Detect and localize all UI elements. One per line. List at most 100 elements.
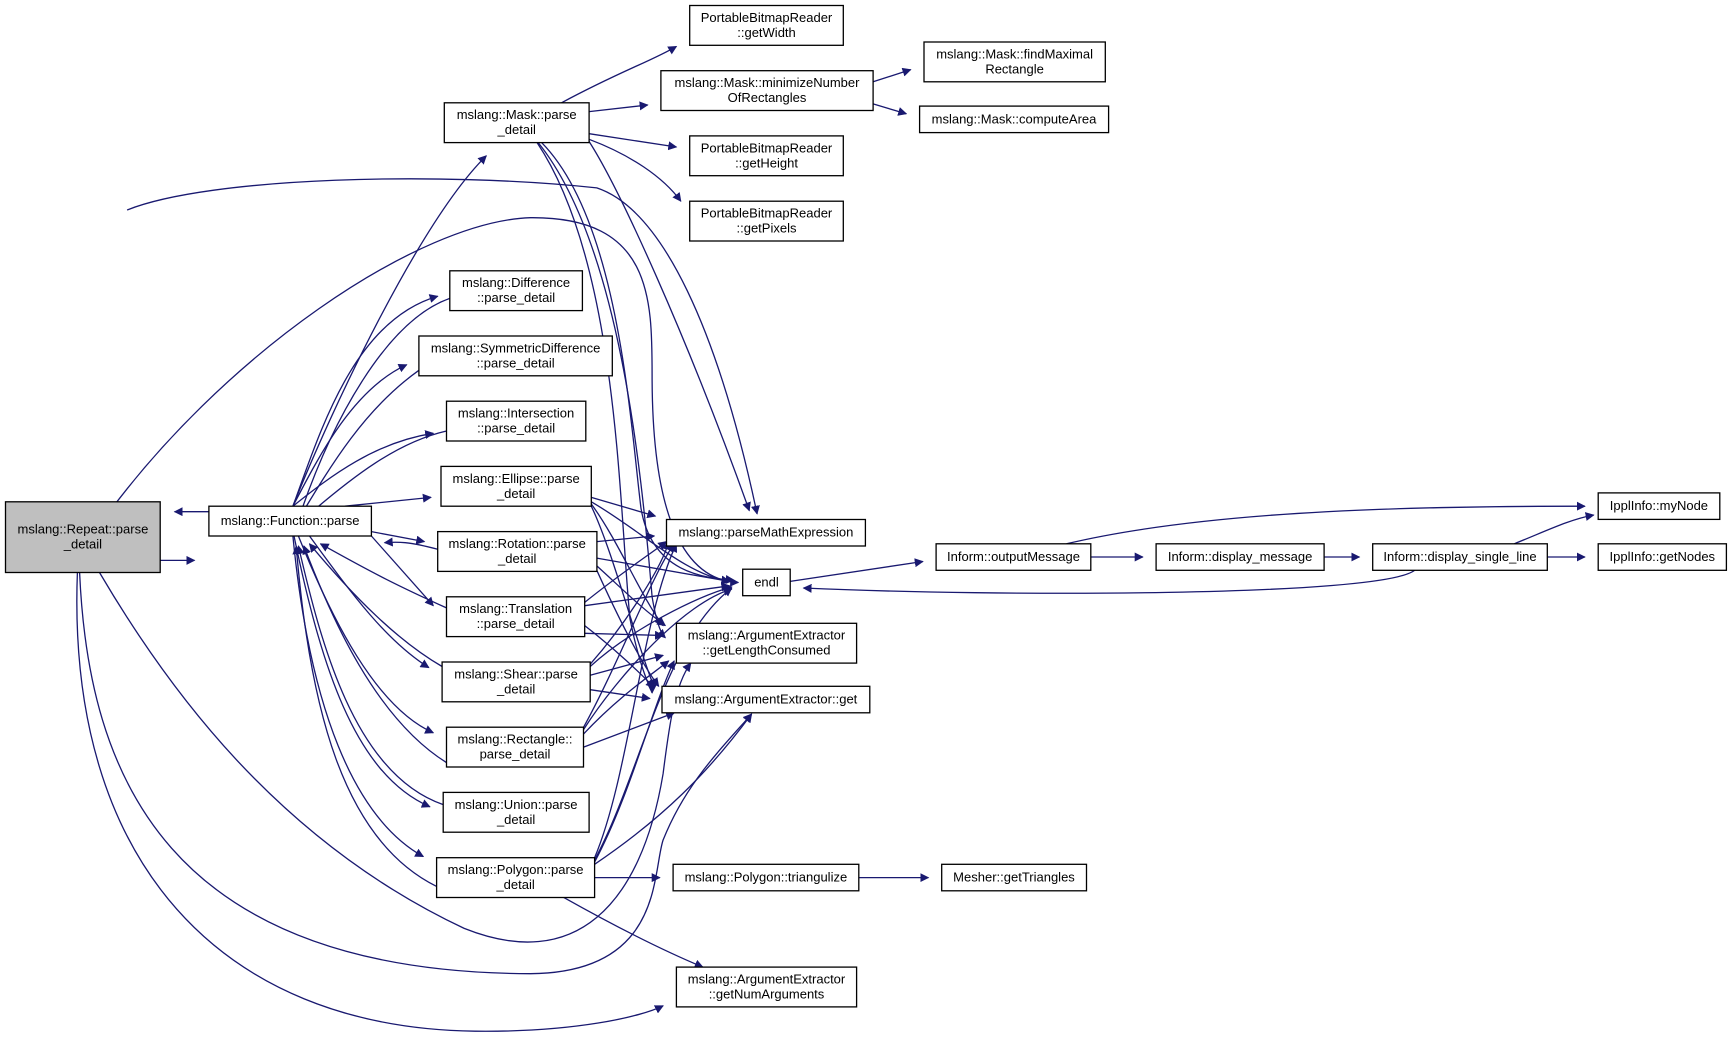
call-edge-translation-to-get <box>584 625 655 689</box>
call-edge-function-to-rotation <box>371 530 426 545</box>
node-getlength[interactable]: mslang::ArgumentExtractor::getLengthCons… <box>675 622 858 664</box>
call-edge-function-to-mask <box>292 155 487 507</box>
node-difference[interactable]: mslang::Difference::parse_detail <box>449 270 584 312</box>
node-outputmessage[interactable]: Inform::outputMessage <box>935 543 1092 571</box>
node-box <box>437 530 598 573</box>
node-box <box>675 622 858 664</box>
node-box <box>208 505 373 537</box>
call-edge-function-to-symdiff <box>292 363 408 507</box>
node-box <box>661 685 871 714</box>
node-box <box>449 270 584 312</box>
call-edge-translation-to-function <box>319 543 447 609</box>
node-getheight[interactable]: PortableBitmapReader::getHeight <box>689 135 844 177</box>
node-get[interactable]: mslang::ArgumentExtractor::get <box>661 685 871 714</box>
node-getpixels[interactable]: PortableBitmapReader::getPixels <box>689 200 844 242</box>
call-edge-mask-to-getpixels <box>588 138 682 202</box>
call-edge-shear-to-function <box>308 543 443 668</box>
call-edge-rotation-to-parsemath <box>596 532 656 543</box>
node-label-line: mslang::ArgumentExtractor <box>688 972 846 987</box>
call-edge-repeat-to-endl <box>96 217 740 587</box>
node-label-line: _detail <box>496 486 535 501</box>
call-edge-rotation-to-function <box>383 537 438 550</box>
node-box <box>918 105 1110 134</box>
node-label-line: mslang::Function::parse <box>221 513 360 528</box>
call-edge-minimize-to-findmaximal <box>872 67 912 83</box>
call-edge-shear-to-endl <box>589 584 733 667</box>
call-edge-displaysingle-to-endl <box>802 569 1416 594</box>
node-box <box>435 857 596 899</box>
call-edge-shear-to-get <box>590 689 651 702</box>
node-label-line: ::parse_detail <box>477 421 555 436</box>
node-box <box>418 335 613 377</box>
node-triangulize[interactable]: mslang::Polygon::triangulize <box>672 863 860 892</box>
node-box <box>443 102 590 144</box>
call-edge-mask-to-getheight <box>589 133 678 151</box>
node-repeat[interactable]: mslang::Repeat::parse_detail <box>4 501 161 574</box>
node-displaysingle[interactable]: Inform::display_single_line <box>1372 543 1548 571</box>
node-box <box>4 501 161 574</box>
node-endl[interactable]: endl <box>742 568 791 597</box>
node-label-line: PortableBitmapReader <box>701 206 833 221</box>
call-edge-translation-to-parsemath <box>584 541 668 603</box>
node-mask[interactable]: mslang::Mask::parse_detail <box>443 102 590 144</box>
node-label-line: mslang::Mask::computeArea <box>932 111 1098 126</box>
call-edge-rectangle-to-endl <box>583 587 733 730</box>
node-displaymessage[interactable]: Inform::display_message <box>1155 543 1325 571</box>
node-label-line: mslang::Intersection <box>458 406 574 421</box>
node-label-line: mslang::Rotation::parse <box>449 536 586 551</box>
call-edge-union-to-function <box>295 545 444 806</box>
node-getnumargs[interactable]: mslang::ArgumentExtractor::getNumArgumen… <box>675 966 858 1008</box>
node-computearea[interactable]: mslang::Mask::computeArea <box>918 105 1110 134</box>
node-label-line: mslang::Polygon::parse <box>448 862 584 877</box>
call-edge-difference-to-function <box>296 297 451 521</box>
node-getnodes[interactable]: IpplInfo::getNodes <box>1597 543 1728 571</box>
node-gettriangles[interactable]: Mesher::getTriangles <box>941 863 1088 892</box>
node-label-line: mslang::Difference <box>462 275 570 290</box>
node-rotation[interactable]: mslang::Rotation::parse_detail <box>437 530 598 573</box>
node-symdiff[interactable]: mslang::SymmetricDifference::parse_detai… <box>418 335 613 377</box>
node-label-line: _detail <box>63 537 102 552</box>
call-edge-function-to-polygon <box>292 535 425 858</box>
node-label-line: ::getLengthConsumed <box>703 643 831 658</box>
call-edge-polygon-to-get <box>594 713 753 865</box>
node-box <box>689 200 844 242</box>
node-label-line: mslang::Mask::minimizeNumber <box>675 75 861 90</box>
node-parsemath[interactable]: mslang::parseMathExpression <box>665 518 867 547</box>
call-edge-displaysingle-to-mynode <box>1513 512 1595 545</box>
call-edge-symdiff-to-function <box>297 369 420 521</box>
node-label-line: Mesher::getTriangles <box>953 870 1075 885</box>
node-box <box>742 568 791 597</box>
node-polygon[interactable]: mslang::Polygon::parse_detail <box>435 857 596 899</box>
node-label-line: ::parse_detail <box>477 290 555 305</box>
node-getwidth[interactable]: PortableBitmapReader::getWidth <box>689 4 844 46</box>
node-label-line: IpplInfo::getNodes <box>1610 549 1716 564</box>
node-intersection[interactable]: mslang::Intersection::parse_detail <box>445 400 587 442</box>
node-label-line: PortableBitmapReader <box>701 10 833 25</box>
node-box <box>665 518 867 547</box>
node-function[interactable]: mslang::Function::parse <box>208 505 373 537</box>
call-edge-rotation-to-get <box>596 570 660 688</box>
call-edge-repeat-to-get <box>78 572 753 975</box>
node-label-line: _detail <box>495 877 534 892</box>
node-box <box>442 791 590 833</box>
node-mynode[interactable]: IpplInfo::myNode <box>1597 492 1721 521</box>
call-edge-endl-to-outputmessage <box>790 558 924 583</box>
call-edge-mask-to-minimize <box>589 101 649 113</box>
call-edge-function-to-shear <box>308 535 430 669</box>
node-translation[interactable]: mslang::Translation::parse_detail <box>445 596 586 638</box>
node-label-line: mslang::Shear::parse <box>454 666 578 681</box>
node-label-line: ::parse_detail <box>477 355 555 370</box>
node-label-line: Inform::display_message <box>1168 549 1313 564</box>
node-rectangle[interactable]: mslang::Rectangle::parse_detail <box>445 726 585 768</box>
node-label-line: OfRectangles <box>728 90 807 105</box>
node-label-line: endl <box>754 575 779 590</box>
node-ellipse[interactable]: mslang::Ellipse::parse_detail <box>440 465 592 507</box>
node-shear[interactable]: mslang::Shear::parse_detail <box>441 661 591 703</box>
call-edge-translation-to-getlength <box>584 630 664 640</box>
node-label-line: mslang::Mask::findMaximal <box>936 46 1093 61</box>
node-union[interactable]: mslang::Union::parse_detail <box>442 791 590 833</box>
call-edge-shear-to-getlength <box>590 653 664 676</box>
